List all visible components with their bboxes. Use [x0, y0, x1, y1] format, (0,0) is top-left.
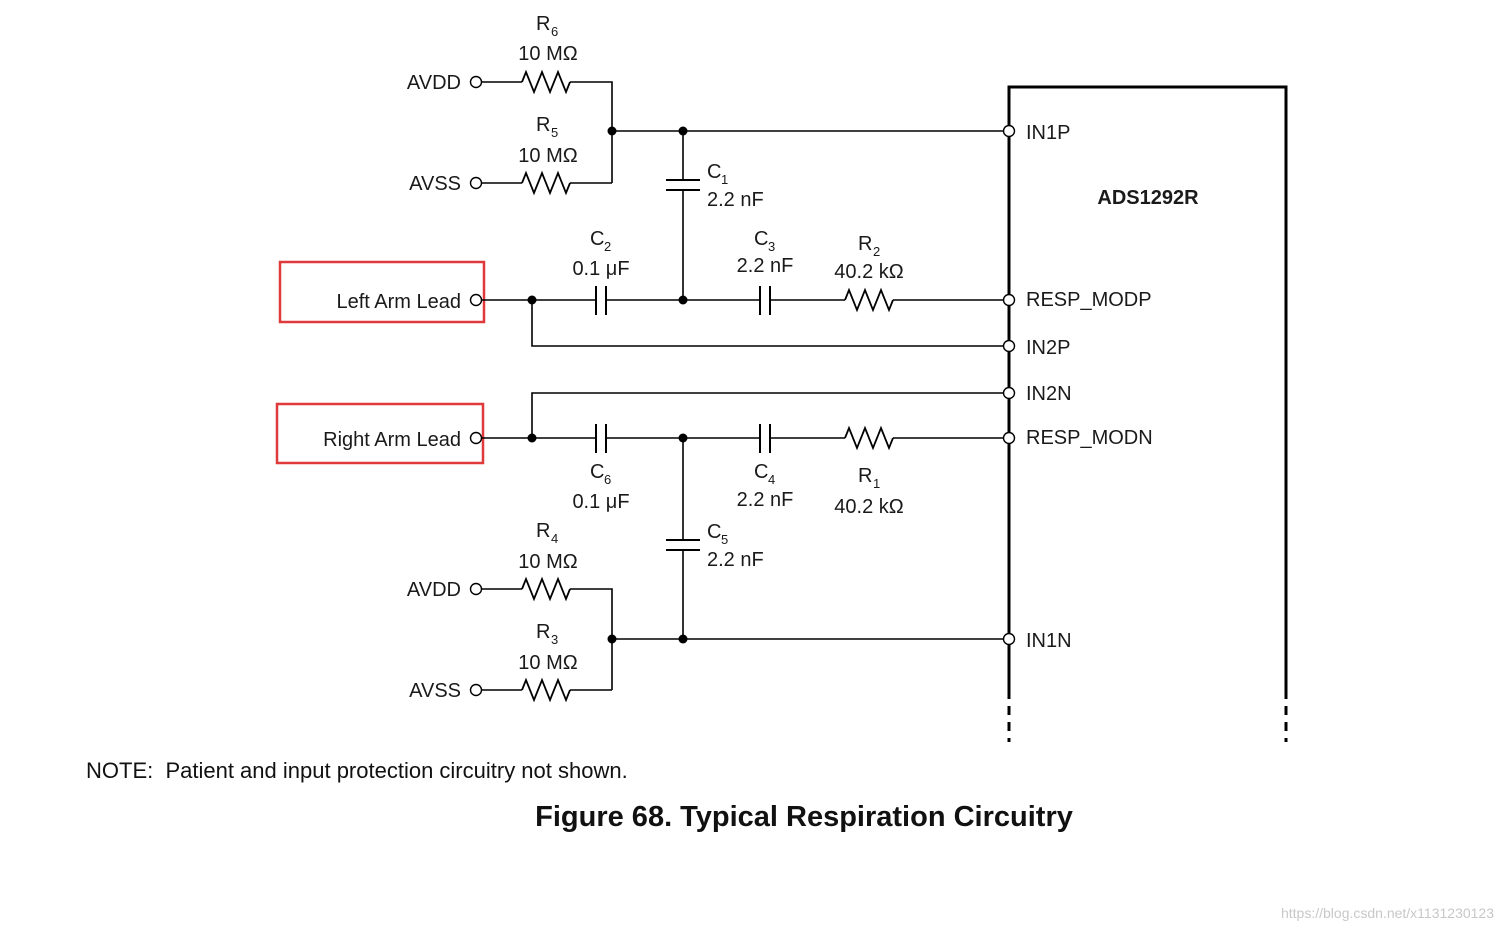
- c2-letter: C: [590, 228, 604, 250]
- r1-letter: R: [858, 465, 872, 487]
- top-bias-network: AVDD R 6 10 MΩ AVSS R 5 10 MΩ C 1 2.2 nF: [407, 13, 1003, 300]
- in1p-pin: [1002, 124, 1016, 138]
- c2-index: 2: [604, 239, 611, 254]
- in2n-pin: [1002, 386, 1016, 400]
- right-arm-terminal: [469, 431, 483, 445]
- figure-note: NOTE: Patient and input protection circu…: [86, 758, 628, 783]
- r6-index: 6: [551, 24, 558, 39]
- resp-modp-pin: [1002, 293, 1016, 307]
- in2p-pin: [1002, 339, 1016, 353]
- left-arm-terminal: [469, 293, 483, 307]
- chip-name: ADS1292R: [1097, 187, 1199, 209]
- left-arm-path: Left Arm Lead C 2 0.1 μF C 3 2.2 nF R 2 …: [278, 228, 1003, 347]
- c6-index: 6: [604, 472, 611, 487]
- r2-value: 40.2 kΩ: [834, 261, 903, 283]
- r6-resistor: [521, 69, 571, 95]
- resp-modn-pin-label: RESP_MODN: [1026, 427, 1153, 449]
- in2n-pin-label: IN2N: [1026, 383, 1072, 405]
- r1-resistor: [844, 425, 894, 451]
- right-arm-highlight-box: [275, 402, 485, 465]
- avdd-bottom-terminal: [469, 582, 483, 596]
- avdd-top-terminal: [469, 75, 483, 89]
- r3-value: 10 MΩ: [518, 652, 577, 674]
- figure-caption: Figure 68. Typical Respiration Circuitry: [535, 801, 1073, 833]
- r1-index: 1: [873, 476, 880, 491]
- c2-value: 0.1 μF: [572, 258, 629, 280]
- r4-resistor: [521, 576, 571, 602]
- resp-modn-pin: [1002, 431, 1016, 445]
- in1n-pin: [1002, 632, 1016, 646]
- r5-letter: R: [536, 114, 550, 136]
- r3-letter: R: [536, 621, 550, 643]
- right-arm-path: Right Arm Lead C 6 0.1 μF C 4 2.2 nF R 1…: [275, 392, 1003, 639]
- r6-letter: R: [536, 13, 550, 35]
- chip-pins: IN1P RESP_MODP IN2P IN2N RESP_MODN IN1N: [1002, 122, 1153, 652]
- r5-resistor: [521, 170, 571, 196]
- r1-value: 40.2 kΩ: [834, 496, 903, 518]
- c1-value: 2.2 nF: [707, 189, 764, 211]
- avss-top-label: AVSS: [409, 173, 461, 195]
- r6-value: 10 MΩ: [518, 43, 577, 65]
- avss-top-terminal: [469, 176, 483, 190]
- r3-index: 3: [551, 632, 558, 647]
- in1p-pin-label: IN1P: [1026, 122, 1070, 144]
- junction-dot: [678, 634, 688, 644]
- r2-index: 2: [873, 244, 880, 259]
- resp-modp-pin-label: RESP_MODP: [1026, 289, 1152, 311]
- r4-index: 4: [551, 531, 558, 546]
- r5-value: 10 MΩ: [518, 145, 577, 167]
- c6-letter: C: [590, 461, 604, 483]
- watermark: https://blog.csdn.net/x1131230123: [1280, 905, 1494, 921]
- c5-letter: C: [707, 521, 721, 543]
- r2-resistor: [844, 287, 894, 313]
- avdd-bottom-label: AVDD: [407, 579, 461, 601]
- right-arm-label: Right Arm Lead: [323, 429, 461, 451]
- c4-value: 2.2 nF: [737, 489, 794, 511]
- c3-index: 3: [768, 239, 775, 254]
- c3-value: 2.2 nF: [737, 255, 794, 277]
- c5-value: 2.2 nF: [707, 549, 764, 571]
- junction-dot: [607, 126, 617, 136]
- r4-value: 10 MΩ: [518, 551, 577, 573]
- c1-index: 1: [721, 172, 728, 187]
- left-arm-label: Left Arm Lead: [336, 291, 461, 313]
- r4-letter: R: [536, 520, 550, 542]
- r3-resistor: [521, 677, 571, 703]
- bottom-bias-network: AVDD R 4 10 MΩ AVSS R 3 10 MΩ: [407, 520, 1003, 703]
- c4-index: 4: [768, 472, 775, 487]
- c1-letter: C: [707, 161, 721, 183]
- left-arm-highlight-box: [278, 260, 486, 324]
- junction-dot: [678, 295, 688, 305]
- avss-bottom-terminal: [469, 683, 483, 697]
- in1n-pin-label: IN1N: [1026, 630, 1072, 652]
- r2-letter: R: [858, 233, 872, 255]
- r5-index: 5: [551, 125, 558, 140]
- avss-bottom-label: AVSS: [409, 680, 461, 702]
- c4-letter: C: [754, 461, 768, 483]
- junction-dot: [607, 634, 617, 644]
- c3-letter: C: [754, 228, 768, 250]
- in2p-pin-label: IN2P: [1026, 337, 1070, 359]
- avdd-top-label: AVDD: [407, 72, 461, 94]
- c6-value: 0.1 μF: [572, 491, 629, 513]
- c5-index: 5: [721, 532, 728, 547]
